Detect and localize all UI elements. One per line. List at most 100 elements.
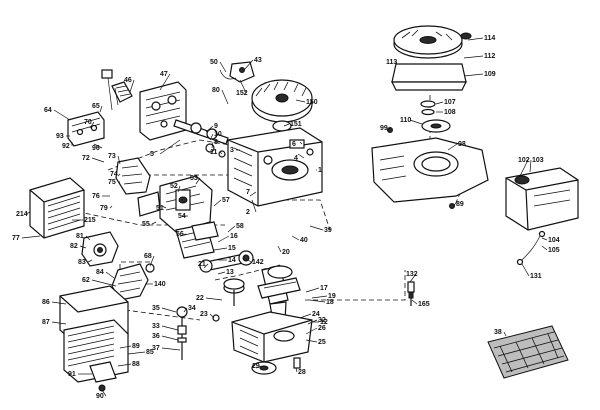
callout-leader [309, 299, 326, 303]
callout-17: 17 [320, 285, 328, 292]
callout-151: 151 [290, 121, 302, 128]
callout-leader [463, 55, 484, 59]
callout-leader [85, 235, 91, 241]
callout-56: 56 [176, 231, 184, 238]
blower-housing [371, 127, 489, 209]
callout-leader [127, 351, 146, 355]
callout-leader [79, 245, 87, 249]
callout-64: 64 [44, 107, 52, 114]
callout-28: 28 [298, 369, 306, 376]
callout-108: 108 [444, 109, 456, 116]
callout-74: 74 [110, 171, 118, 178]
callout-98: 98 [458, 141, 466, 148]
callout-leader [277, 245, 282, 253]
callout-92: 92 [62, 143, 70, 150]
callout-73: 73 [108, 153, 116, 160]
callout-leader [297, 153, 305, 159]
callout-114: 114 [484, 35, 495, 42]
callout-leader [299, 141, 303, 145]
callout-leader [243, 59, 254, 71]
callout-131: 131 [530, 273, 542, 280]
callout-89: 89 [132, 343, 140, 350]
callout-leader [521, 263, 530, 277]
callout-leader [117, 155, 121, 165]
callout-1: 1 [318, 167, 322, 174]
callout-leader [93, 143, 103, 149]
valve-parts [101, 69, 133, 111]
callout-leader [105, 271, 115, 279]
callout-14: 14 [228, 257, 236, 264]
callout-leader [177, 185, 181, 193]
callout-leader [119, 345, 132, 349]
callout-33: 33 [152, 323, 160, 330]
intake-elbow [115, 157, 151, 195]
callout-leader [51, 321, 67, 325]
callout-leader [387, 127, 391, 131]
callout-leader [295, 367, 298, 373]
callout-26: 26 [318, 325, 326, 332]
callout-leader [213, 247, 228, 251]
carburetor [137, 175, 213, 233]
callout-86: 86 [42, 299, 50, 306]
callout-80: 80 [212, 87, 220, 94]
callout-87: 87 [42, 319, 50, 326]
callout-77: 77 [12, 235, 20, 242]
recoil-starter [391, 25, 472, 133]
callout-12: 12 [320, 319, 328, 326]
callout-leader [179, 233, 187, 237]
callout-55: 55 [142, 221, 150, 228]
callout-leader [117, 173, 121, 177]
callout-102: 102 [518, 157, 530, 164]
callout-leader [221, 89, 229, 105]
callout-leader [213, 199, 222, 207]
callout-leader [305, 287, 320, 293]
callout-29: 29 [252, 363, 260, 370]
cylinder-head [139, 81, 187, 141]
callout-16: 16 [230, 233, 238, 240]
callout-leader [129, 79, 135, 93]
callout-leader [409, 119, 423, 125]
callout-68: 68 [144, 253, 152, 260]
breather-bracket [67, 111, 105, 147]
callout-165: 165 [418, 301, 430, 308]
callout-11: 11 [210, 149, 218, 156]
callout-93: 93 [56, 133, 64, 140]
callout-24: 24 [312, 311, 320, 318]
engine-block [227, 127, 323, 207]
callout-leader [311, 295, 328, 299]
callout-leader [411, 299, 418, 305]
callout-leader [519, 159, 529, 177]
callout-70: 70 [84, 119, 92, 126]
callout-leader [219, 151, 223, 155]
callout-leader [309, 225, 324, 231]
callout-89: 89 [456, 201, 464, 208]
fuel-line [516, 230, 546, 266]
callout-leader [53, 109, 71, 121]
callout-leader [205, 297, 223, 301]
callout-34: 34 [188, 305, 196, 312]
callout-leader [467, 37, 484, 41]
callout-54: 54 [178, 213, 186, 220]
callout-90: 90 [96, 393, 104, 400]
connecting-rod [199, 250, 254, 273]
spark-plug [407, 281, 415, 306]
callout-leader [299, 313, 312, 319]
callout-leader [51, 301, 67, 305]
callout-83: 83 [78, 259, 86, 266]
callout-82: 82 [70, 243, 78, 250]
callout-leader [305, 339, 318, 343]
callout-leader [503, 331, 507, 337]
callout-20: 20 [282, 249, 290, 256]
callout-8: 8 [214, 139, 218, 146]
callout-57: 57 [222, 197, 230, 204]
callout-13: 13 [226, 269, 234, 276]
callout-5: 5 [150, 151, 154, 158]
callout-leader [161, 307, 177, 313]
gasket-set [175, 221, 219, 259]
air-filter-housing [29, 177, 85, 239]
callout-19: 19 [328, 293, 336, 300]
flywheel [251, 79, 313, 132]
callout-leader [217, 271, 226, 275]
